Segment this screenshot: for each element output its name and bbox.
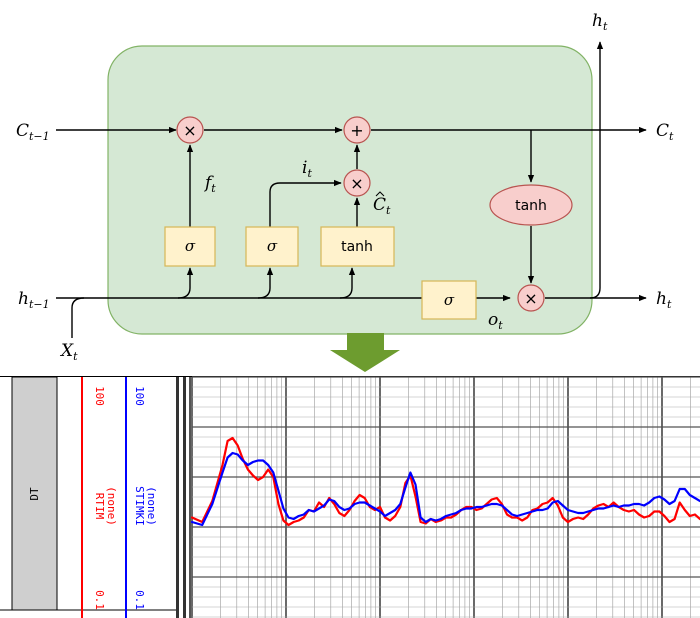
log-grid — [191, 376, 700, 618]
h-up-line — [589, 41, 604, 299]
tanh-label: tanh — [515, 198, 547, 214]
input-sigma-in — [257, 267, 274, 299]
dt-track — [11, 376, 58, 611]
forget-sigma-in — [177, 267, 194, 299]
lstm-cell-diagram: σ σ tanh σ tanh × + × — [16, 11, 674, 363]
x-t-label: Xt — [59, 341, 78, 363]
c-hat-label: Ct — [373, 191, 391, 217]
cell-add-op: + — [343, 116, 371, 144]
output-multiply-op: × — [517, 284, 545, 312]
candidate-tanh-box: tanh — [320, 226, 395, 267]
dt-track-label: DT — [28, 487, 41, 501]
multiply-symbol: × — [524, 289, 537, 308]
h-t-top-label: ht — [592, 11, 608, 33]
connections — [56, 41, 647, 338]
hat-mark — [375, 191, 385, 197]
stimki-scale-min: 0.1 — [133, 590, 146, 610]
x-input-line — [71, 297, 85, 338]
stimki-curve-label: STIMKI — [133, 486, 146, 526]
input-line — [269, 179, 342, 227]
forget-gate-sigma: σ — [164, 226, 216, 267]
svg-text:Ct: Ct — [373, 195, 391, 217]
rtim-scale-max: 100 — [93, 386, 106, 406]
stimki-unit: (none) — [145, 486, 158, 526]
forget-multiply-op: × — [176, 116, 204, 144]
f-t-label: ft — [203, 173, 216, 195]
sigma-label: σ — [444, 291, 455, 309]
rtim-scale-min: 0.1 — [93, 590, 106, 610]
output-gate-sigma: σ — [421, 280, 477, 320]
input-gate-sigma: σ — [245, 226, 299, 267]
sigma-label: σ — [185, 237, 196, 255]
sigma-label: σ — [267, 237, 278, 255]
h-prev-label: ht−1 — [18, 289, 50, 311]
series-line-stimki — [190, 451, 700, 527]
track-separator — [183, 377, 186, 618]
c-t-label: Ct — [656, 121, 674, 143]
track-separator — [189, 377, 191, 618]
log-curves — [190, 436, 700, 527]
multiply-symbol: × — [350, 174, 363, 193]
o-t-label: ot — [488, 310, 503, 332]
stimki-scale-max: 100 — [133, 386, 146, 406]
i-t-label: it — [302, 158, 312, 180]
tanh-label: tanh — [341, 239, 373, 255]
multiply-symbol: × — [183, 121, 196, 140]
well-log-panel: DT 100 RTIM (none) 0.1 100 STIMKI (none)… — [0, 376, 700, 618]
output-tanh-ellipse: tanh — [489, 184, 573, 226]
add-symbol: + — [350, 121, 363, 140]
c-prev-label: Ct−1 — [16, 121, 50, 143]
input-multiply-op: × — [343, 169, 371, 197]
h-t-right-label: ht — [656, 289, 672, 311]
down-arrow-icon — [330, 333, 400, 372]
rtim-unit: (none) — [105, 486, 118, 526]
track-separator — [176, 377, 179, 618]
tanh-in — [339, 267, 356, 299]
rtim-curve-label: RTIM — [93, 493, 106, 520]
